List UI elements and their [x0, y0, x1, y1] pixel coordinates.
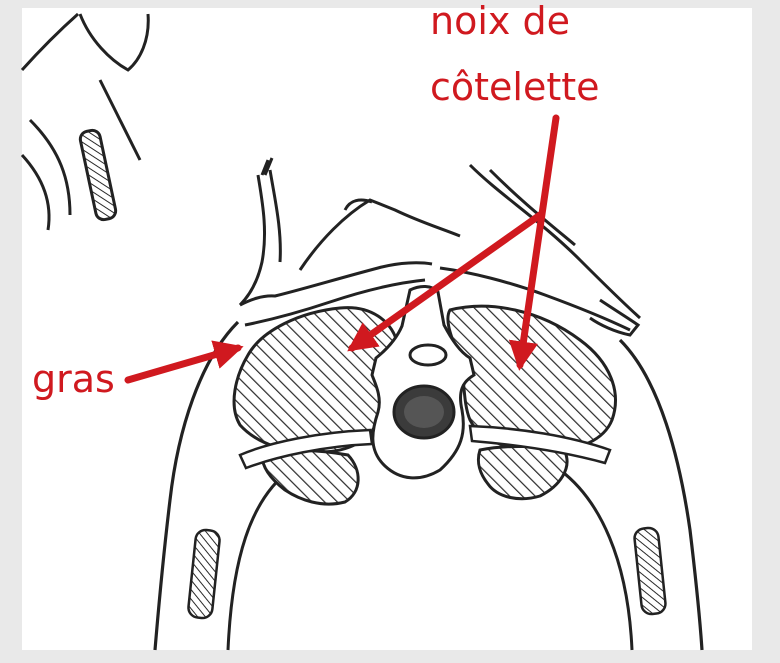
- adjacent-rib-fragment: [22, 14, 148, 230]
- arrow-to-gras: [128, 348, 238, 380]
- left-inner-wall: [228, 470, 290, 650]
- right-inner-wall: [560, 470, 632, 650]
- right-lower-rib: [634, 527, 667, 615]
- label-noix-line2: côtelette: [430, 65, 600, 109]
- label-gras: gras: [32, 357, 115, 401]
- left-lower-rib: [187, 529, 220, 619]
- label-noix-line1: noix de: [430, 0, 570, 43]
- right-lower-muscle: [478, 446, 567, 498]
